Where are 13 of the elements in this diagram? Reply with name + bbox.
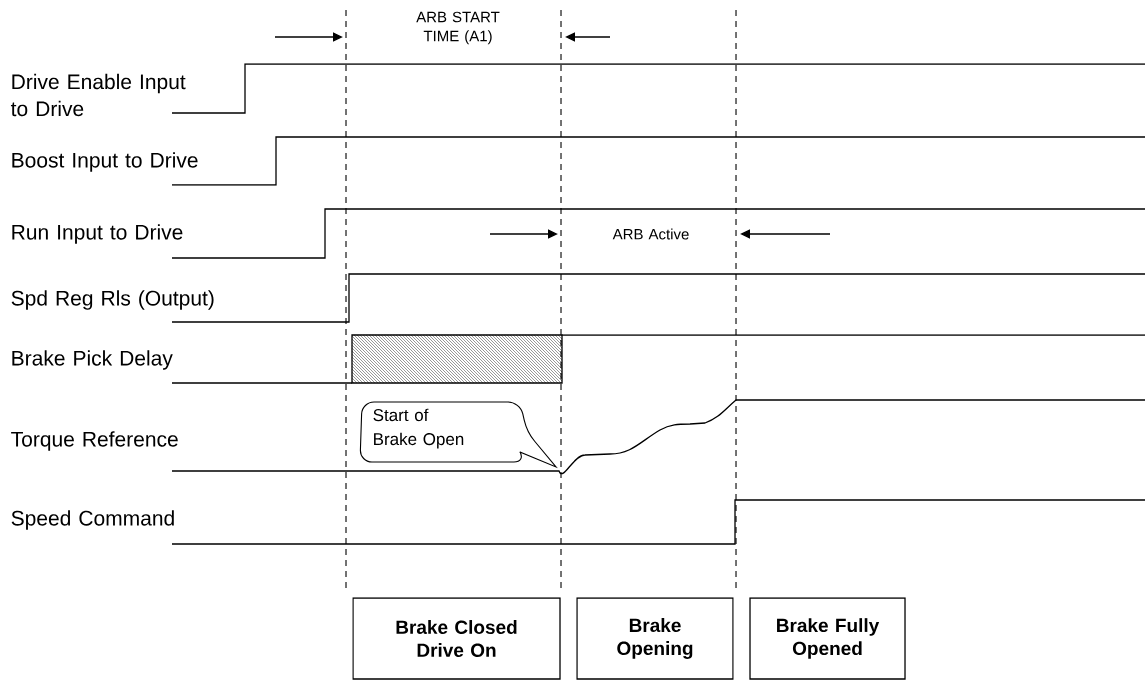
signal-label: Boost Input to Drive (12, 152, 198, 172)
phase-box: Brake Closed Drive On (352, 597, 561, 680)
phase-box: Brake Opening (576, 597, 734, 680)
callout-bubble: Start of Brake Open (359, 401, 557, 468)
signal-label: Speed Command (11, 510, 174, 530)
signal-label: Brake Pick Delay (12, 350, 173, 370)
signal-label: Drive Enable Input to Drive (10, 73, 186, 117)
signal-label: Torque Reference (11, 431, 178, 451)
signal-label: Run Input to Drive (12, 224, 183, 244)
signal-label: ARB START TIME (A1) (416, 11, 500, 45)
signal-label: Spd Reg Rls (Output) (11, 290, 214, 310)
phase-box: Brake Fully Opened (749, 597, 906, 680)
signal-label: ARB Active (612, 228, 689, 240)
